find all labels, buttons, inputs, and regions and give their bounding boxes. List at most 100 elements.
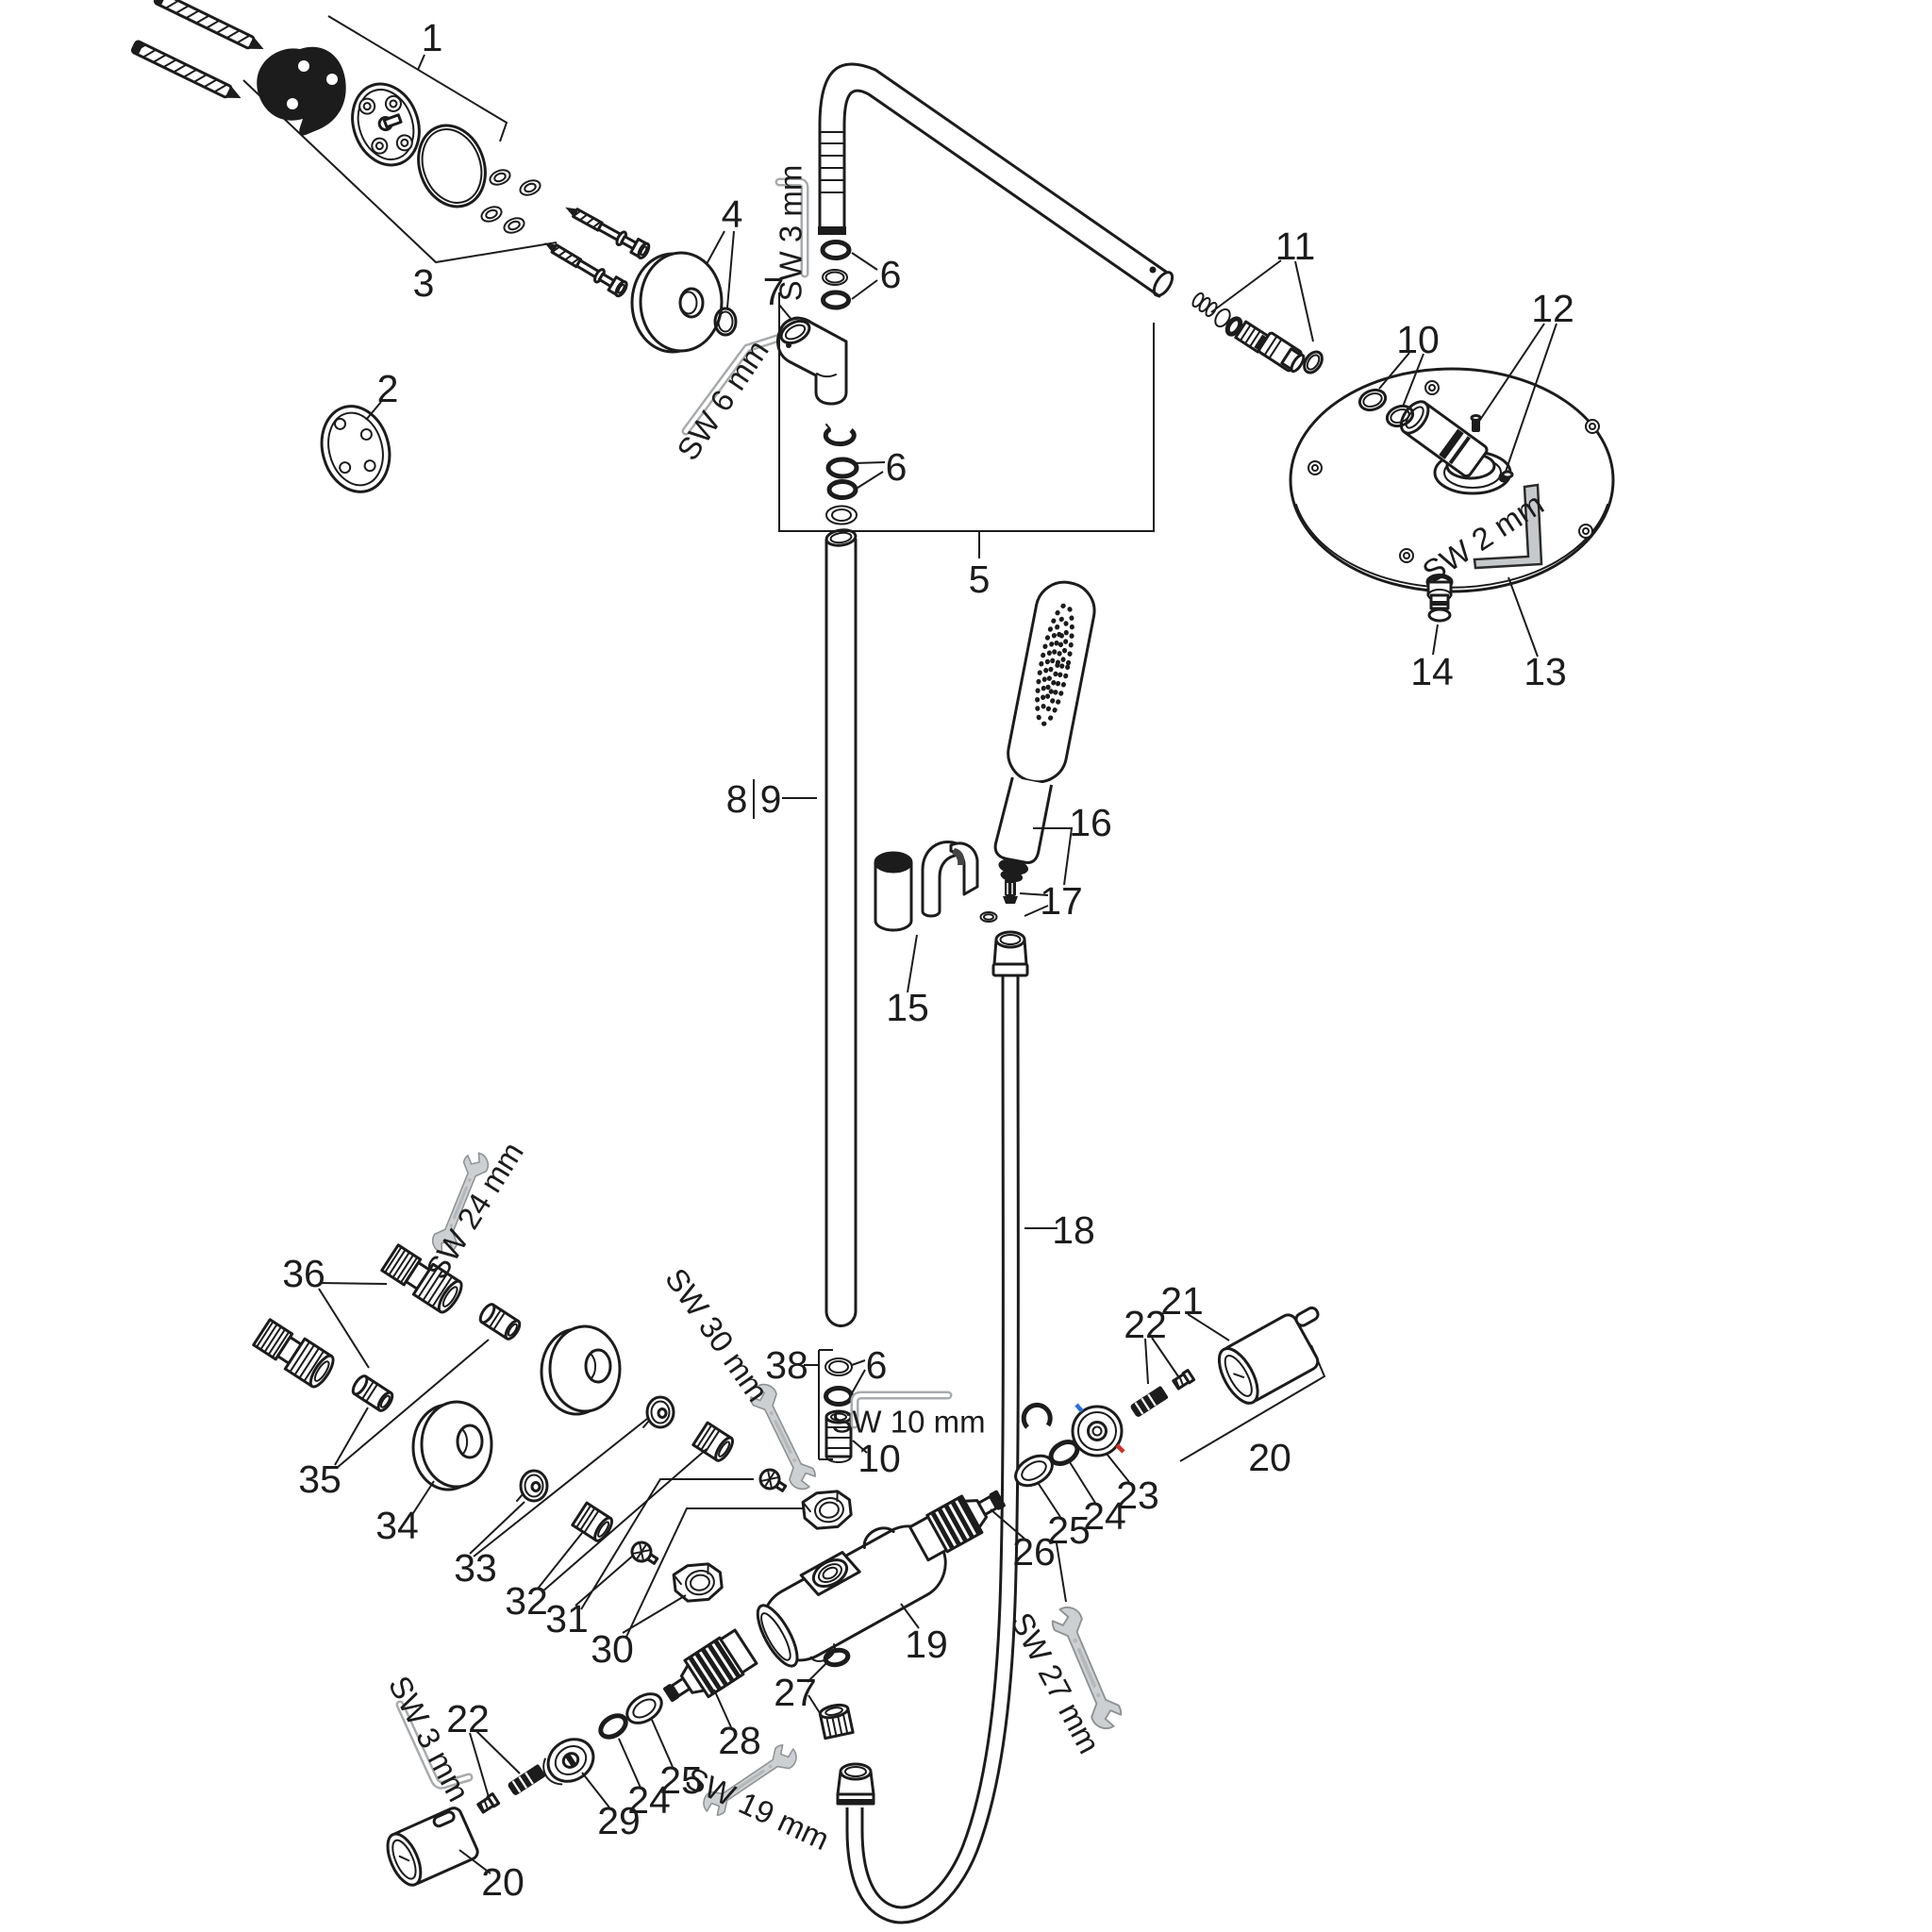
part-label-20: 20 <box>1248 1436 1291 1479</box>
leader-13 <box>1507 576 1539 658</box>
part-label-11: 11 <box>1275 225 1316 268</box>
part-label-25: 25 <box>659 1758 703 1802</box>
part-label-6: 6 <box>866 1343 888 1387</box>
wall-anchor <box>152 0 268 57</box>
leader-8-9 <box>753 779 817 819</box>
allen-key-sw10 <box>850 1391 953 1429</box>
inlet-fittings <box>250 1241 856 1638</box>
leader-1 <box>417 54 425 71</box>
outlet-cartridge-group <box>386 1628 855 1887</box>
part-label-31: 31 <box>545 1597 589 1641</box>
riser-tee-piece <box>776 316 848 406</box>
leader-29 <box>581 1772 610 1808</box>
part-label-26: 26 <box>1012 1530 1056 1574</box>
arm-connector <box>1257 331 1306 374</box>
leader-24 <box>1069 1461 1096 1504</box>
filter-insert <box>348 1372 397 1415</box>
part-label-36: 36 <box>282 1252 325 1295</box>
part-label-13: 13 <box>1524 650 1567 693</box>
o-ring-24b <box>598 1713 628 1740</box>
handle-20b <box>386 1807 479 1887</box>
part-label-32: 32 <box>505 1579 548 1623</box>
part-label-2: 2 <box>377 367 399 410</box>
wall-anchor <box>129 39 245 106</box>
leader-22 <box>1144 1337 1179 1385</box>
connector-o-ring <box>1303 350 1324 375</box>
arm-end-opening <box>1152 271 1174 297</box>
part-label-19: 19 <box>905 1623 948 1666</box>
cold-mark <box>1074 1403 1084 1413</box>
leader-21 <box>1187 1313 1230 1341</box>
shut-off-cartridge-28 <box>663 1628 758 1703</box>
leader-34 <box>412 1480 435 1514</box>
leader-25b <box>651 1719 674 1768</box>
part-label-8: 8 <box>726 777 748 821</box>
hot-mark <box>1115 1443 1125 1454</box>
leader-2 <box>365 401 382 421</box>
washer <box>478 203 505 225</box>
shower-arm-riser <box>753 62 1174 1327</box>
seal-disc <box>641 1395 675 1429</box>
outlet-seal-set <box>804 1349 953 1463</box>
leader-15 <box>907 934 918 993</box>
seal-disc <box>515 1469 549 1503</box>
leader-6-upper <box>851 252 878 300</box>
part-label-15: 15 <box>886 986 929 1029</box>
rosette-34 <box>411 1400 493 1491</box>
threaded-insert <box>691 1421 738 1465</box>
non-return-valve <box>979 877 1018 923</box>
bracket-line-38 <box>804 1349 833 1460</box>
leader-10 <box>1378 352 1424 408</box>
leader-6-lower <box>854 461 886 491</box>
cover-plate <box>320 405 391 493</box>
leader-20b <box>458 1849 491 1874</box>
bracket-line-5 <box>778 292 1155 558</box>
adapter-29 <box>542 1738 595 1786</box>
arm-connector-set <box>1191 259 1324 375</box>
part-label-23: 23 <box>1116 1474 1159 1517</box>
escutcheon <box>630 230 738 354</box>
leader-12 <box>1477 323 1557 473</box>
part-label-30: 30 <box>591 1627 634 1671</box>
temperature-knob-23 <box>1071 1403 1125 1457</box>
part-label-24: 24 <box>1083 1494 1126 1538</box>
part-label-17: 17 <box>1040 879 1083 923</box>
mounting-screw <box>539 234 630 300</box>
handle-21 <box>1217 1306 1320 1405</box>
thermostat-valve <box>756 1306 1326 1668</box>
handle-screw <box>1128 1384 1170 1420</box>
part-label-6: 6 <box>880 253 902 296</box>
part-label-24: 24 <box>627 1778 671 1822</box>
hand-shower <box>979 580 1096 923</box>
tool-label-SW 30 mm: SW 30 mm <box>658 1262 775 1408</box>
seal-rings-upper <box>820 240 852 310</box>
allen-key-sw3-top <box>774 177 809 278</box>
part-label-35: 35 <box>298 1457 341 1501</box>
part-label-34: 34 <box>375 1504 419 1547</box>
tool-label-SW 10 mm: SW 10 mm <box>831 1405 985 1440</box>
part-label-10: 10 <box>1396 318 1440 361</box>
handshower-holder <box>874 841 979 993</box>
part-label-9: 9 <box>760 777 782 821</box>
union-nut <box>799 1486 856 1534</box>
leader-35 <box>334 1339 490 1469</box>
tool-label-SW 6 mm: SW 6 mm <box>670 334 775 467</box>
handle-screw-b <box>506 1762 547 1798</box>
leader-24b <box>618 1738 641 1789</box>
part-label-33: 33 <box>454 1546 497 1590</box>
ring-nut-25b <box>625 1692 663 1724</box>
part-label-20: 20 <box>481 1860 525 1904</box>
tool-label-SW 3 mm: SW 3 mm <box>774 165 808 302</box>
overhead-shower <box>1289 323 1615 658</box>
riser-thread <box>819 131 845 193</box>
part-label-7: 7 <box>763 270 785 313</box>
part-label-16: 16 <box>1069 801 1112 844</box>
leader-7 <box>778 304 793 322</box>
leader-16 <box>1033 827 1074 886</box>
spray-nozzle <box>1425 574 1454 623</box>
leader-25 <box>1038 1483 1067 1603</box>
leader-31 <box>575 1478 754 1610</box>
washer <box>487 166 513 189</box>
